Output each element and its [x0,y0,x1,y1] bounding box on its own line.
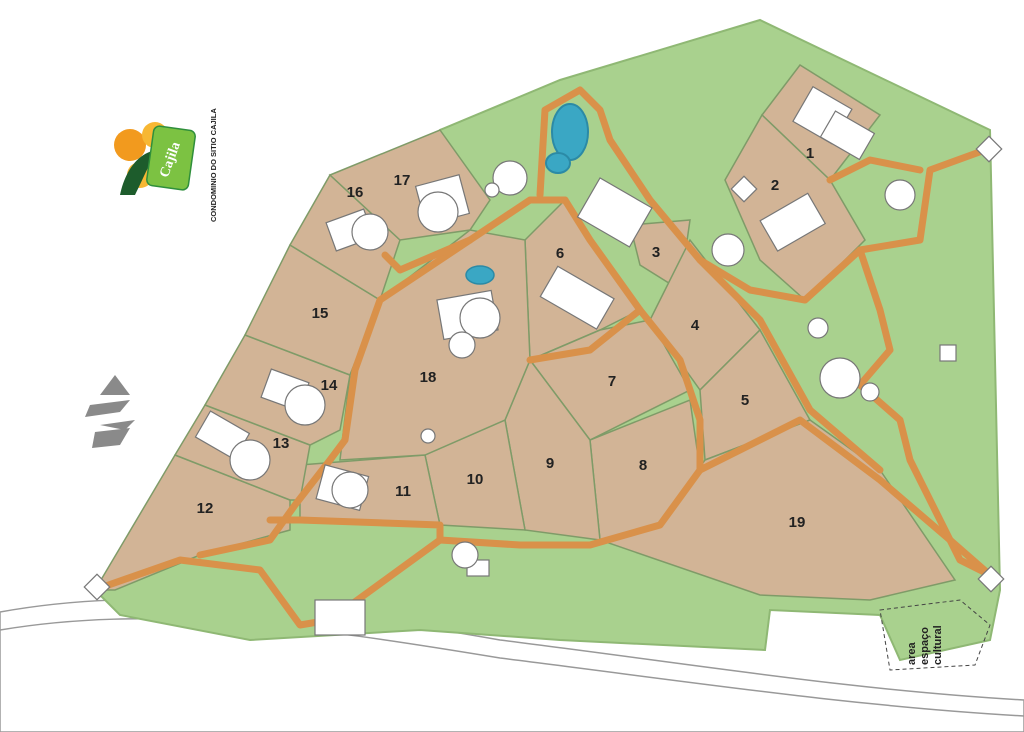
cultural-area-label: area espaço cultural [906,625,944,665]
lot-10-label: 10 [467,471,484,488]
gazebo-icon [860,382,880,402]
building-icon [977,565,1005,593]
building-icon [975,135,1003,163]
lot-18-label: 18 [420,369,437,386]
gazebos-layer [229,160,916,569]
building-icon [730,175,758,203]
gazebo-icon [331,471,369,509]
building-icon [819,110,876,161]
lot-15-label: 15 [312,305,329,322]
building-icon [314,599,366,636]
road-6-branch [526,306,644,364]
road-east-south [856,246,994,579]
cultural-area-boundary [879,599,991,671]
logo-icon: Cajila [114,122,196,195]
cultural-line-1: area [906,641,918,665]
gazebo-icon [420,428,436,444]
lot-3-label: 3 [652,244,660,261]
gazebo-icon [448,331,476,359]
lot-16-label: 16 [347,184,364,201]
lot-13-label: 13 [273,435,290,452]
lot-1-label: 1 [806,145,814,162]
building-icon [83,573,111,601]
main-road-entrance [96,416,994,629]
building-icon [759,192,827,252]
roads-layer [96,86,994,629]
lot-8-label: 8 [639,457,647,474]
lot-19-label: 19 [789,514,806,531]
gazebo-icon [819,357,861,399]
lot-12-label: 12 [197,500,214,517]
gazebo-icon [417,191,459,233]
gazebo-icon [229,439,271,481]
building-icon [539,265,615,330]
lot-9-label: 9 [546,455,554,472]
north-arrow-icon [85,375,135,448]
gazebo-icon [884,179,916,211]
lot-6-label: 6 [556,245,564,262]
lot-2-label: 2 [771,177,779,194]
road-17-branch [381,236,474,274]
lot-11-label: 11 [395,483,411,500]
lot-4-label: 4 [691,317,700,334]
gazebo-icon [807,317,829,339]
gazebo-icon [284,384,326,426]
pond-icon [465,103,589,285]
cultural-line-3: cultural [932,625,944,665]
lot-17-label: 17 [394,172,411,189]
road-1-branch [826,156,924,184]
road-central [561,196,704,474]
lot-labels: 1 2 3 4 5 6 7 8 9 10 11 12 13 14 15 16 1… [197,145,815,531]
road-west [196,196,569,559]
gazebo-icon [492,160,528,196]
cultural-line-2: espaço [919,627,931,665]
gazebo-icon [711,233,745,267]
lot-14-label: 14 [321,377,338,394]
lot-7-label: 7 [608,373,616,390]
building-icon [576,177,653,248]
road-north [536,86,884,474]
building-icon [939,344,957,362]
gazebo-icon [351,213,389,251]
condo-name: CONDOMINIO DO SITIO CAJILA [209,108,218,222]
gazebo-icon [459,297,501,339]
lot-5-label: 5 [741,392,749,409]
gazebo-icon [484,182,500,198]
gazebo-icon [451,541,479,569]
